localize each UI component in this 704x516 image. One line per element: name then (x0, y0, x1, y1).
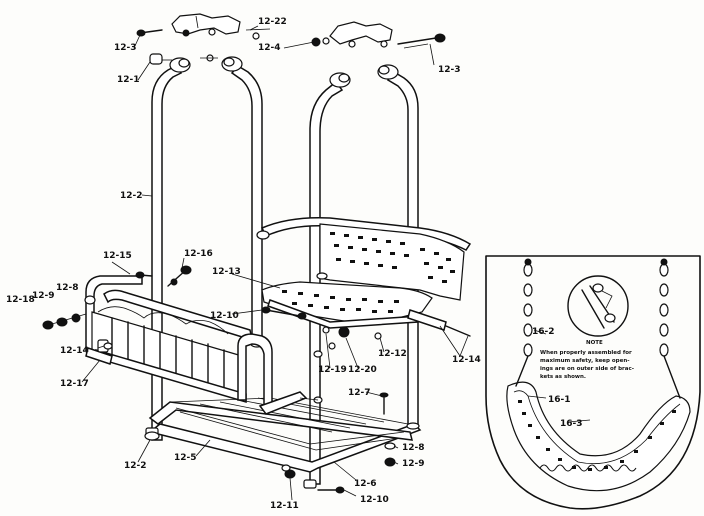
label-12-14-left: 12-14 (60, 346, 89, 356)
label-12-9-right: 12-9 (402, 459, 425, 469)
inset-note-title: NOTE (586, 340, 603, 346)
label-12-8-right: 12-8 (402, 443, 425, 453)
label-12-9-left: 12-9 (32, 291, 55, 301)
inset-note-line-4: kets as shown. (540, 374, 586, 380)
label-16-2: 16-2 (532, 327, 555, 337)
label-12-5: 12-5 (174, 453, 197, 463)
top-hardware (136, 13, 446, 65)
glider-seat (256, 216, 472, 337)
label-12-1: 12-1 (117, 75, 140, 85)
label-16-3: 16-3 (560, 419, 583, 429)
label-12-19: 12-19 (318, 365, 347, 375)
label-12-11: 12-11 (270, 501, 299, 511)
label-12-7: 12-7 (348, 388, 371, 398)
label-12-16: 12-16 (184, 249, 213, 259)
label-12-15: 12-15 (103, 251, 132, 261)
label-12-17: 12-17 (60, 379, 89, 389)
label-12-3-right: 12-3 (438, 65, 461, 75)
label-12-2-lower: 12-2 (124, 461, 147, 471)
label-12-18: 12-18 (6, 295, 35, 305)
inset-seat-detail: NOTE When properly assembled for maximum… (485, 255, 701, 510)
base-frame (144, 340, 422, 489)
inset-note-line-1: When properly assembled for (540, 350, 632, 356)
label-12-13: 12-13 (212, 267, 241, 277)
label-12-3-left: 12-3 (114, 43, 137, 53)
label-12-20: 12-20 (348, 365, 377, 375)
chain-left (523, 258, 533, 357)
label-12-4: 12-4 (258, 43, 281, 53)
label-12-8-left: 12-8 (56, 283, 79, 293)
label-12-6: 12-6 (354, 479, 377, 489)
leader-lines (81, 25, 469, 501)
a-frame (151, 56, 419, 485)
inset-note-line-3: ings are on outer side of brac- (540, 366, 634, 372)
part-labels: 12-3 12-22 12-4 12-3 12-1 12-2 12-16 12-… (6, 17, 481, 511)
front-bench (84, 275, 308, 415)
label-12-2-upper: 12-2 (120, 191, 143, 201)
label-12-12: 12-12 (378, 349, 407, 359)
label-12-10-bottom: 12-10 (360, 495, 389, 505)
label-12-22: 12-22 (258, 17, 287, 27)
chain-right (659, 258, 669, 357)
label-12-14-right: 12-14 (452, 355, 481, 365)
label-16-1: 16-1 (548, 395, 571, 405)
label-12-10-mid: 12-10 (210, 311, 239, 321)
inset-note-line-2: maximum safety, keep open- (540, 358, 630, 364)
